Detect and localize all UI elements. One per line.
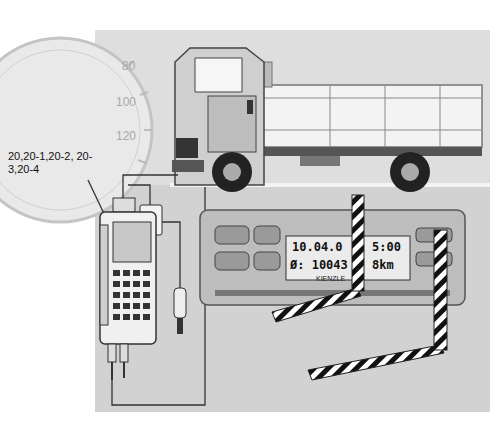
callout-number: 20,20-1,20-2, 20-3,20-4 [8,150,94,175]
speed-number: 80 [122,60,135,74]
tachograph [200,210,465,305]
power-plug [174,288,186,334]
display-odometer: Ø: 10043 [290,259,348,273]
upper-ground [95,30,490,185]
marker-poles [272,195,447,380]
speed-number: 120 [116,130,136,144]
truck [172,48,482,192]
brand-name: KIENZLE [316,275,345,283]
display-unit: 8km [372,259,394,273]
handheld-device [100,198,156,380]
display-date: 10.04.0 [292,241,343,255]
display-time: 5:00 [372,241,401,255]
speedometer [0,38,152,222]
lower-ground [95,185,490,412]
speed-number: 100 [116,96,136,110]
wires [88,175,205,405]
